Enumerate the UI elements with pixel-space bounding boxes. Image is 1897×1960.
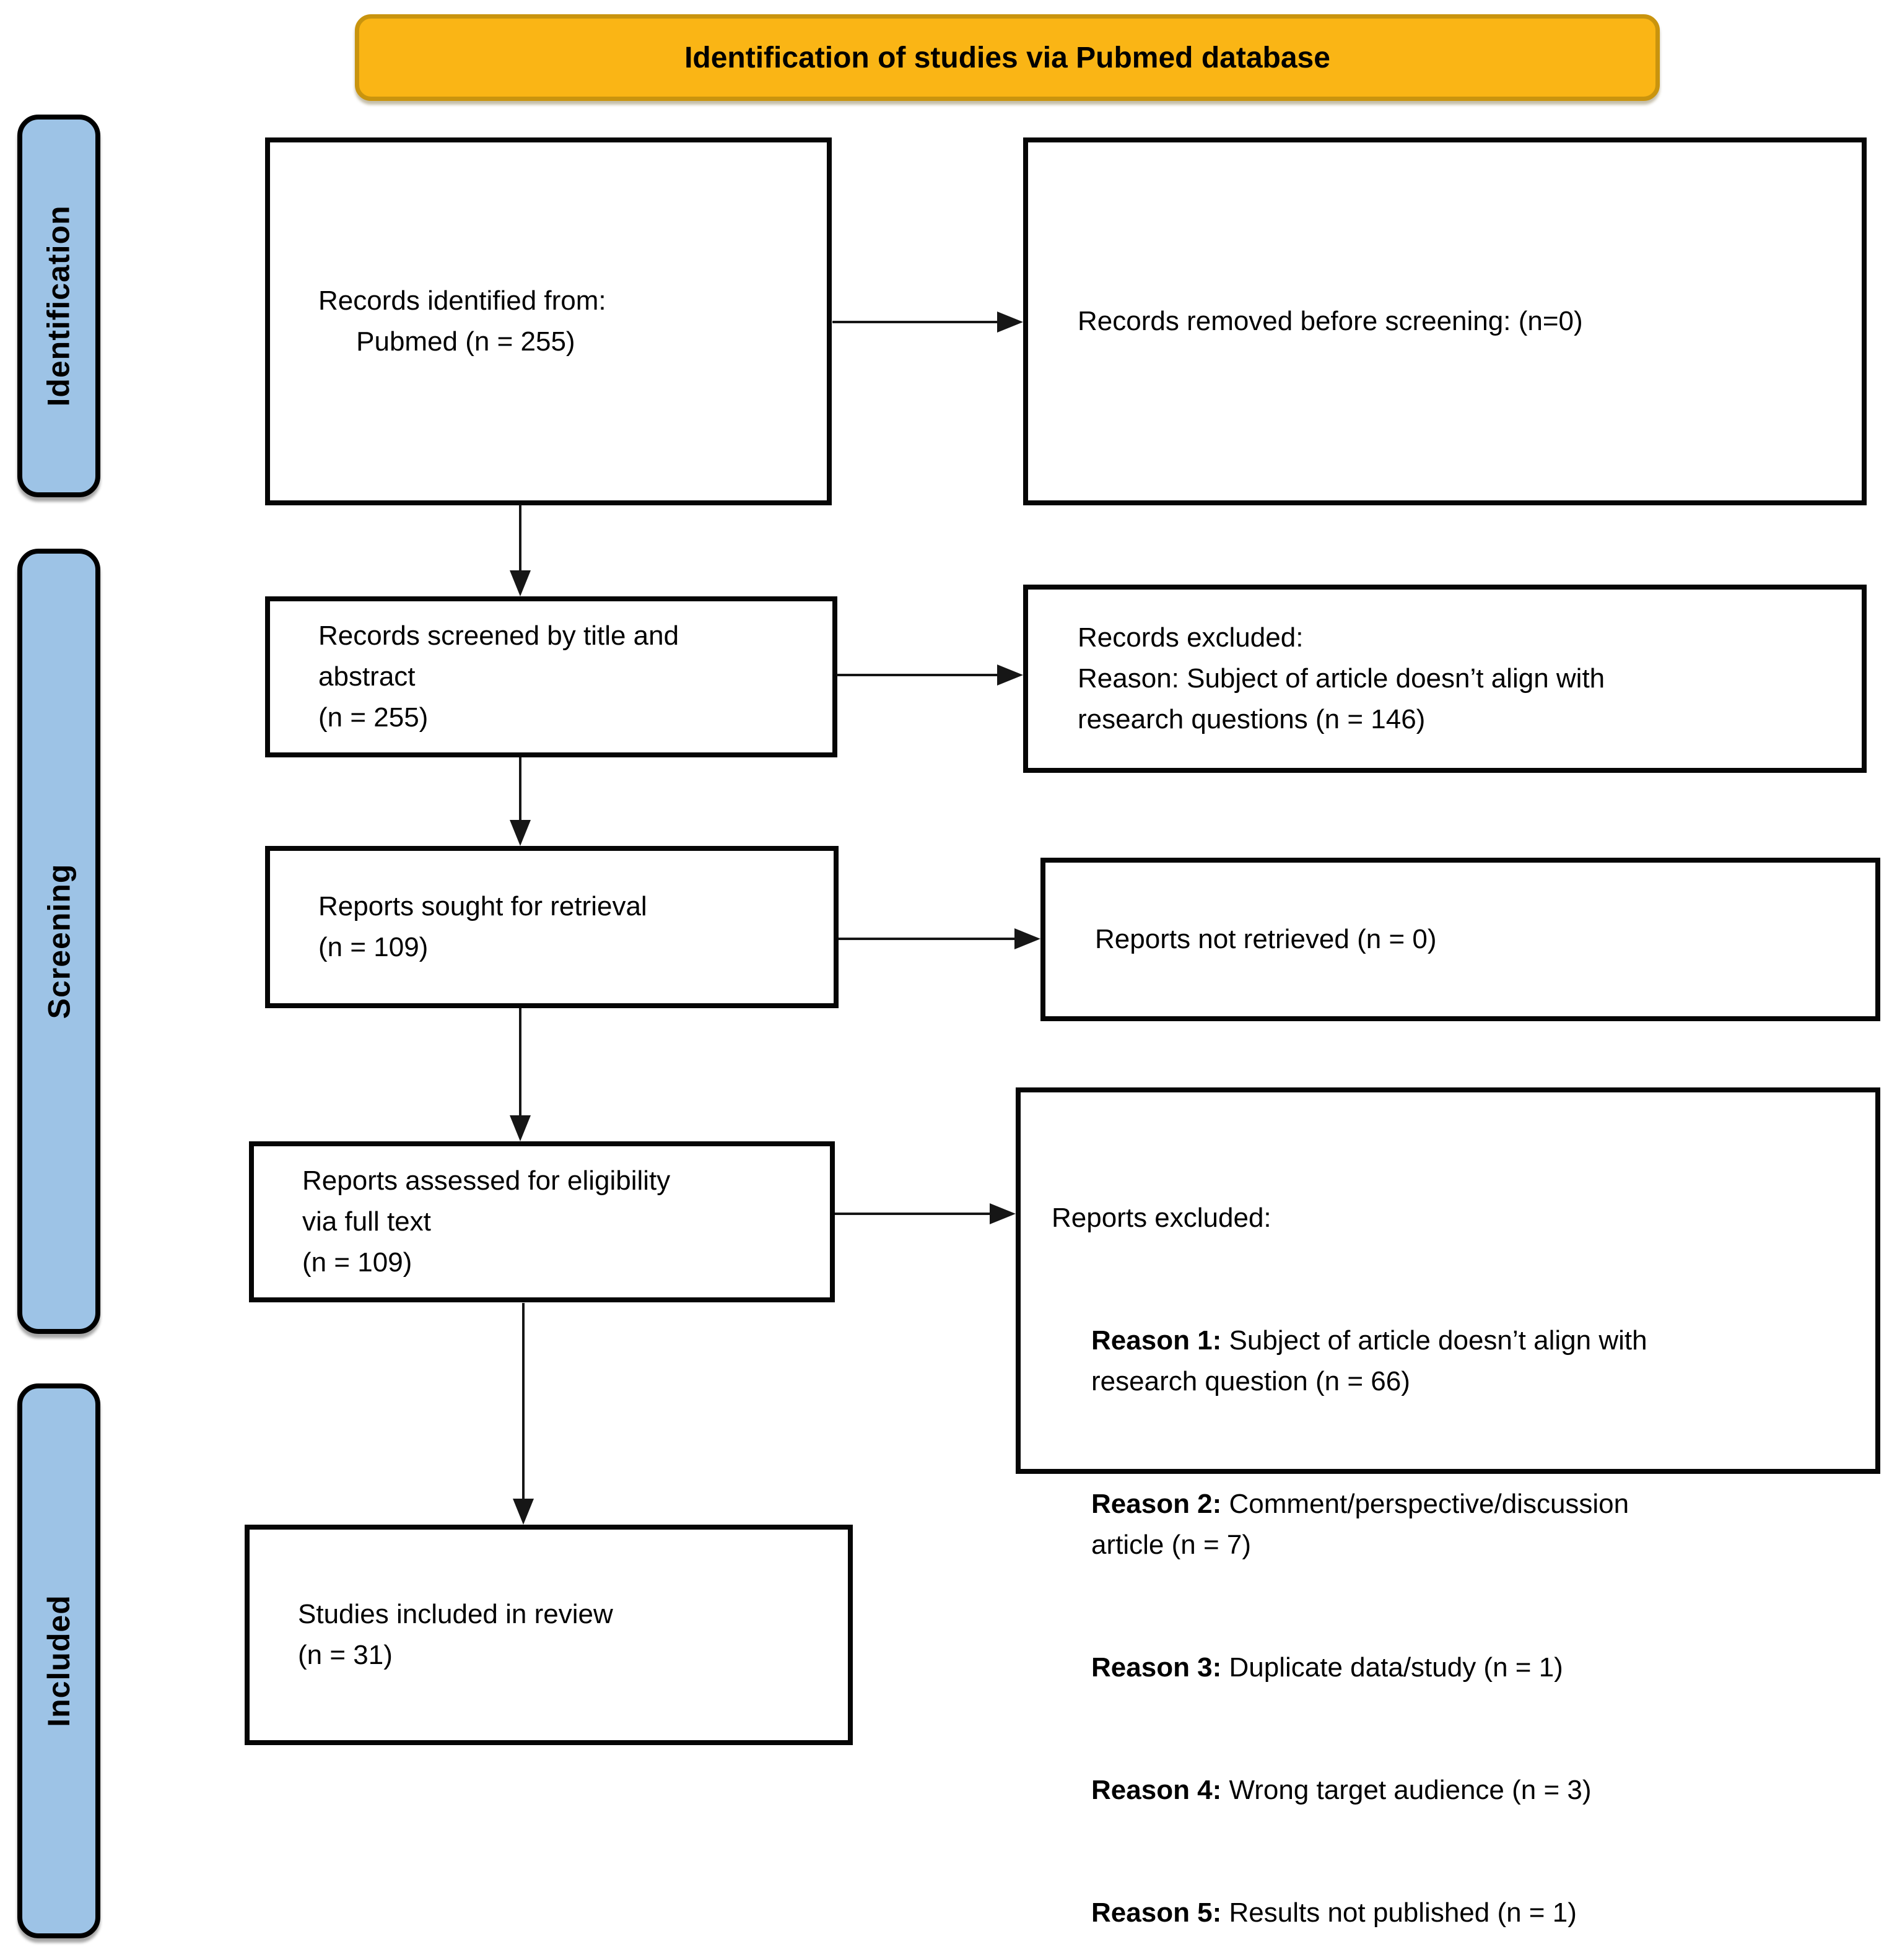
exclusion-reason-2-text: Comment/perspective/discussion article (… (1091, 1489, 1629, 1560)
exclusion-reason-2: Reason 2: Comment/perspective/discussion… (1091, 1484, 1857, 1566)
stage-bracket-included: Included (17, 1383, 100, 1938)
banner: Identification of studies via Pubmed dat… (355, 14, 1660, 101)
arrow-sought-to-not-retrieved-head (1014, 928, 1040, 949)
arrow-identified-to-screened-head (510, 570, 531, 596)
stage-label-identification: Identification (41, 205, 77, 407)
box-records-removed: Records removed before screening: (n=0) (1023, 137, 1867, 505)
records-removed-text: Records removed before screening: (n=0) (1078, 306, 1583, 336)
exclusion-reason-1-label: Reason 1: (1091, 1325, 1222, 1356)
arrow-sought-to-assessed (519, 1008, 521, 1118)
arrow-sought-to-not-retrieved (839, 938, 1016, 940)
arrow-screened-to-excluded-head (997, 664, 1023, 686)
exclusion-reason-5-label: Reason 5: (1091, 1897, 1222, 1928)
exclusion-reason-5-text: Results not published (n = 1) (1221, 1897, 1577, 1928)
stage-bracket-screening: Screening (17, 549, 100, 1334)
arrow-identified-to-screened (519, 505, 521, 573)
exclusion-reason-1-text: Subject of article doesn’t align with re… (1091, 1325, 1647, 1396)
arrow-assessed-to-reports-excluded (835, 1213, 991, 1215)
box-records-screened: Records screened by title and abstract (… (265, 596, 837, 757)
arrow-assessed-to-included (522, 1303, 525, 1501)
stage-label-screening: Screening (41, 863, 76, 1019)
studies-included-text: Studies included in review (n = 31) (298, 1599, 613, 1670)
arrow-screened-to-excluded (837, 674, 998, 676)
box-reports-assessed: Reports assessed for eligibility via ful… (249, 1141, 835, 1302)
exclusion-reason-3: Reason 3: Duplicate data/study (n = 1) (1091, 1647, 1857, 1688)
reports-sought-text: Reports sought for retrieval (n = 109) (318, 891, 647, 962)
arrow-assessed-to-included-head (513, 1499, 534, 1525)
arrow-assessed-to-reports-excluded-head (990, 1203, 1016, 1224)
arrow-identified-to-removed-head (997, 311, 1023, 333)
arrow-screened-to-sought-head (510, 820, 531, 846)
box-records-excluded: Records excluded: Reason: Subject of art… (1023, 585, 1867, 773)
box-reports-not-retrieved: Reports not retrieved (n = 0) (1040, 858, 1880, 1021)
records-screened-text: Records screened by title and abstract (… (318, 621, 679, 733)
box-reports-excluded: Reports excluded: Reason 1: Subject of a… (1016, 1087, 1880, 1928)
records-identified-text: Records identified from: Pubmed (n = 255… (318, 285, 606, 357)
exclusion-reason-4: Reason 4: Wrong target audience (n = 3) (1091, 1770, 1857, 1811)
stage-bracket-identification: Identification (17, 115, 100, 497)
box-records-identified: Records identified from: Pubmed (n = 255… (265, 137, 832, 505)
reports-excluded-heading: Reports excluded: (1052, 1203, 1271, 1233)
banner-title: Identification of studies via Pubmed dat… (684, 41, 1330, 74)
reports-assessed-text: Reports assessed for eligibility via ful… (302, 1165, 671, 1278)
box-studies-included: Studies included in review (n = 31) (245, 1525, 853, 1745)
box-reports-sought: Reports sought for retrieval (n = 109) (265, 846, 839, 1008)
arrow-screened-to-sought (519, 757, 521, 822)
stage-label-included: Included (41, 1595, 77, 1727)
exclusion-reason-5: Reason 5: Results not published (n = 1) (1091, 1892, 1857, 1933)
exclusion-reason-4-label: Reason 4: (1091, 1775, 1222, 1805)
exclusion-reason-3-label: Reason 3: (1091, 1652, 1222, 1683)
records-excluded-text: Records excluded: Reason: Subject of art… (1078, 622, 1605, 734)
arrow-sought-to-assessed-head (510, 1115, 531, 1141)
exclusion-reason-3-text: Duplicate data/study (n = 1) (1221, 1652, 1563, 1683)
exclusion-reason-1: Reason 1: Subject of article doesn’t ali… (1091, 1320, 1857, 1402)
arrow-identified-to-removed (832, 321, 998, 323)
exclusion-reason-4-text: Wrong target audience (n = 3) (1221, 1775, 1592, 1805)
reports-not-retrieved-text: Reports not retrieved (n = 0) (1095, 924, 1437, 954)
exclusion-reason-2-label: Reason 2: (1091, 1489, 1222, 1519)
